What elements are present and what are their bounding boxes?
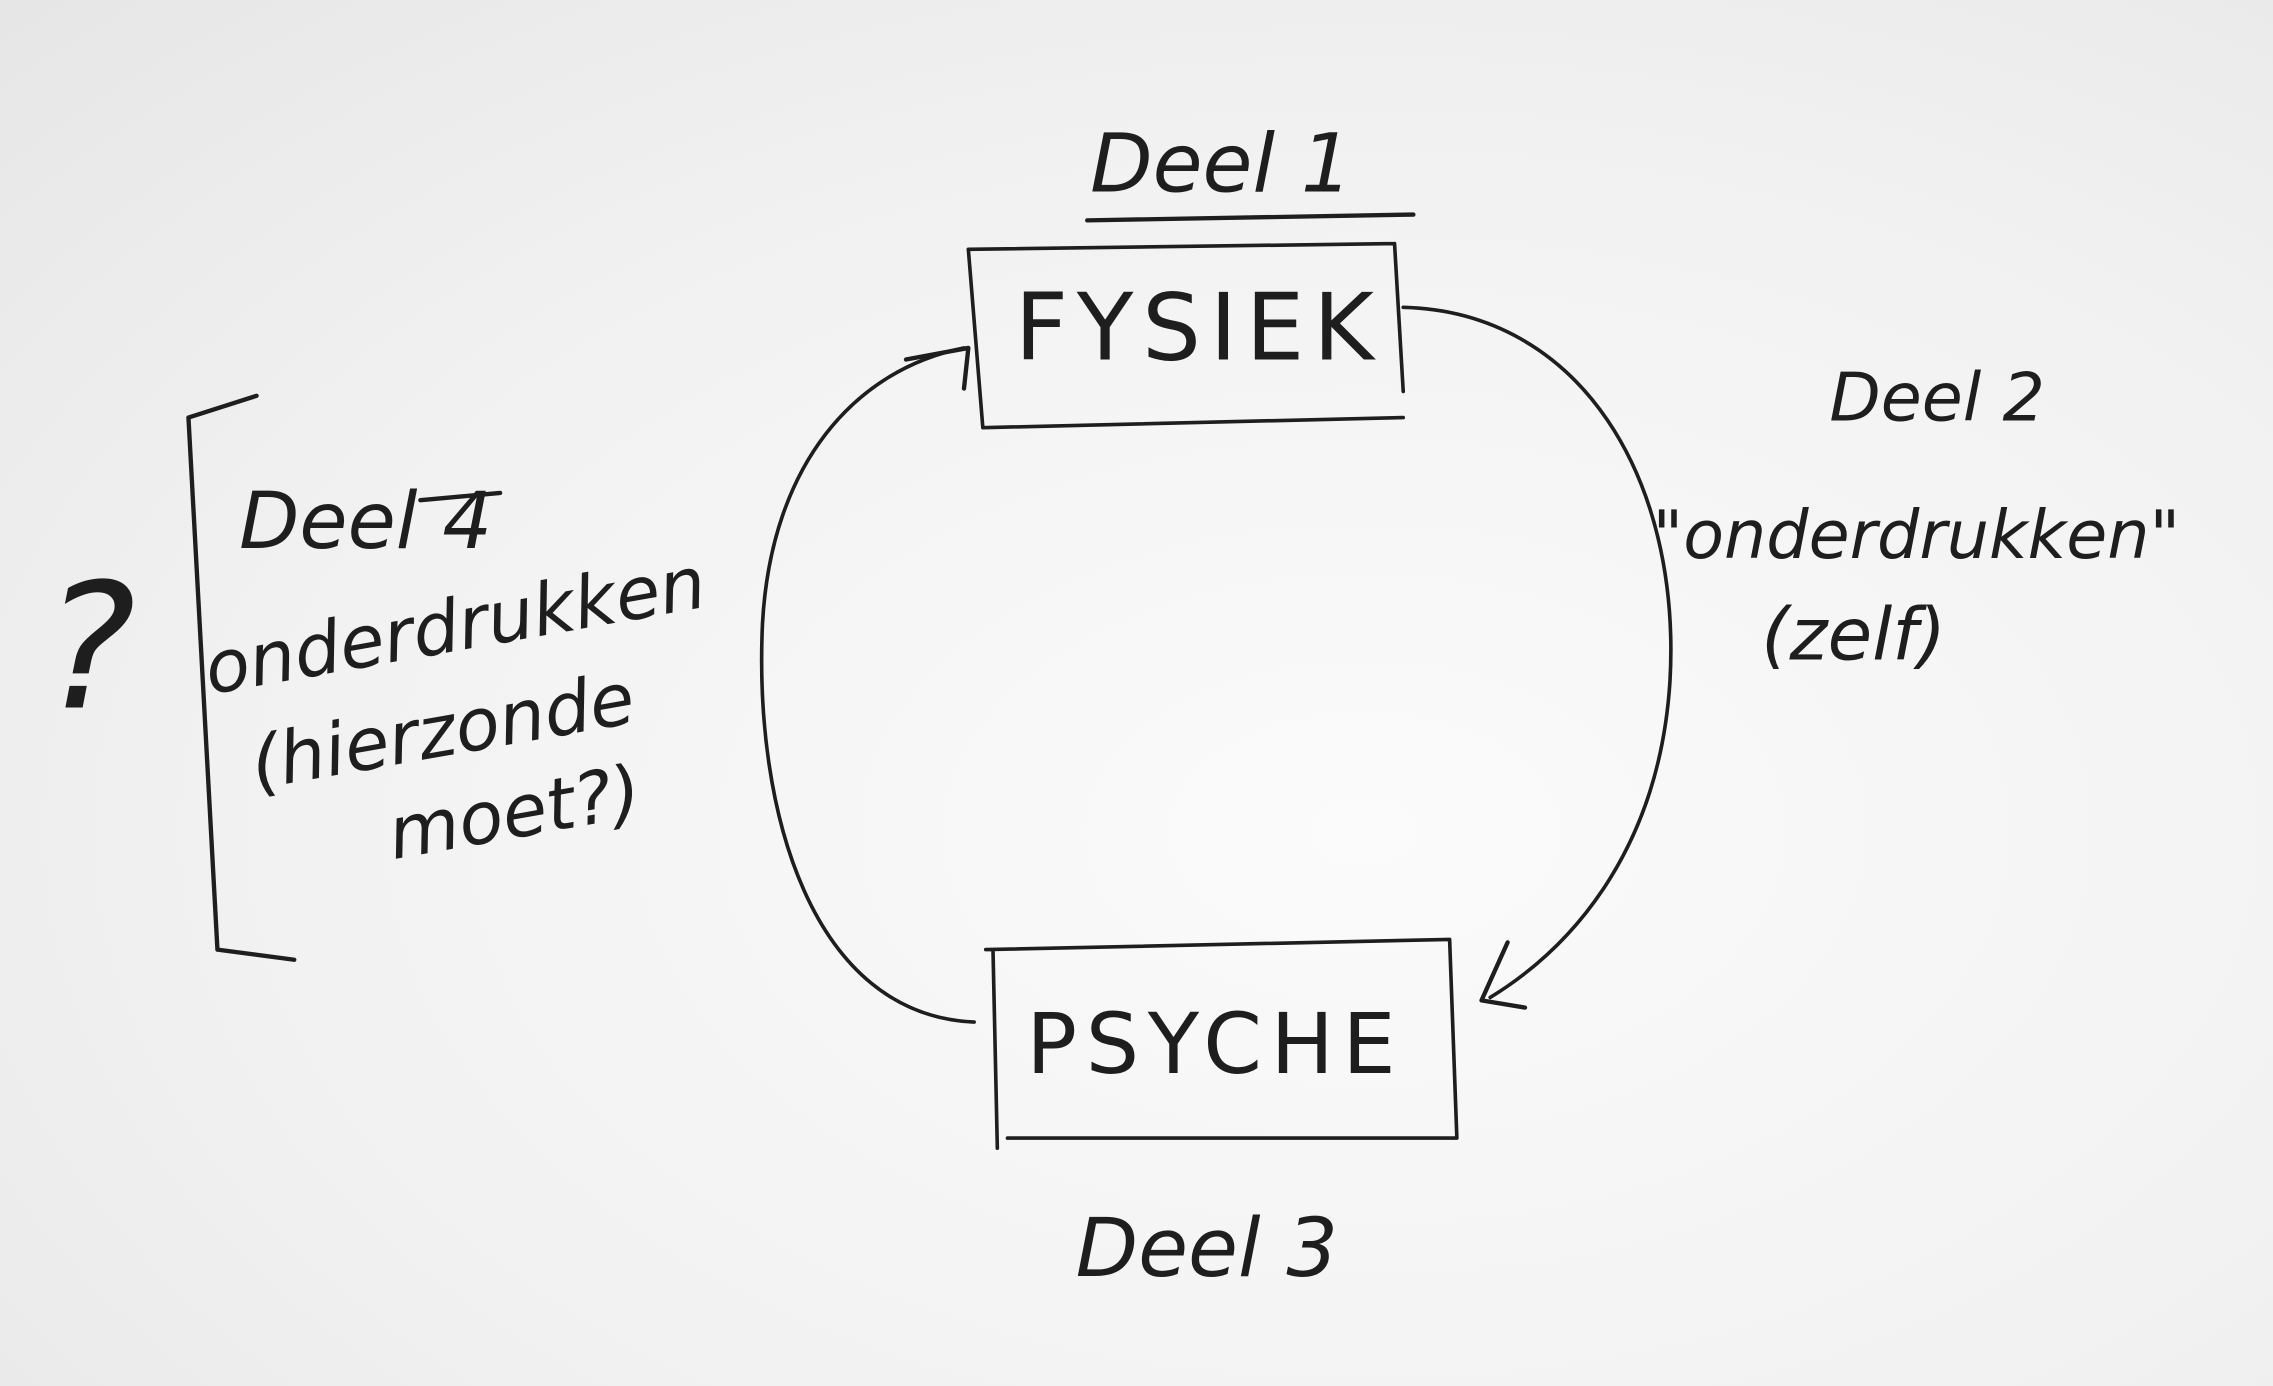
arrowhead-right-icon bbox=[1479, 940, 1528, 1010]
deel-1-heading: Deel 1 bbox=[1090, 117, 1352, 211]
arrow-psyche-to-fysiek bbox=[759, 346, 976, 1024]
psyche-box: PSYCHE bbox=[983, 937, 1459, 1151]
deel-4-underline bbox=[418, 490, 503, 503]
psyche-label: PSYCHE bbox=[1026, 995, 1404, 1093]
arrowhead-left-icon bbox=[903, 345, 971, 391]
deel-2-line-1: "onderdrukken" bbox=[1653, 496, 2181, 574]
deel-2-heading: Deel 2 bbox=[1829, 358, 2045, 436]
left-bracket bbox=[186, 393, 297, 962]
question-mark: ? bbox=[43, 547, 135, 749]
deel-3-heading: Deel 3 bbox=[1076, 1202, 1338, 1296]
arrow-fysiek-to-psyche bbox=[1401, 305, 1673, 1000]
fysiek-box: FYSIEK bbox=[966, 241, 1406, 430]
deel-2-line-2: (zelf) bbox=[1761, 594, 1946, 678]
deel-1-underline bbox=[1085, 212, 1416, 223]
deel-4-heading: Deel 4 bbox=[239, 476, 492, 567]
fysiek-label: FYSIEK bbox=[1015, 274, 1383, 382]
